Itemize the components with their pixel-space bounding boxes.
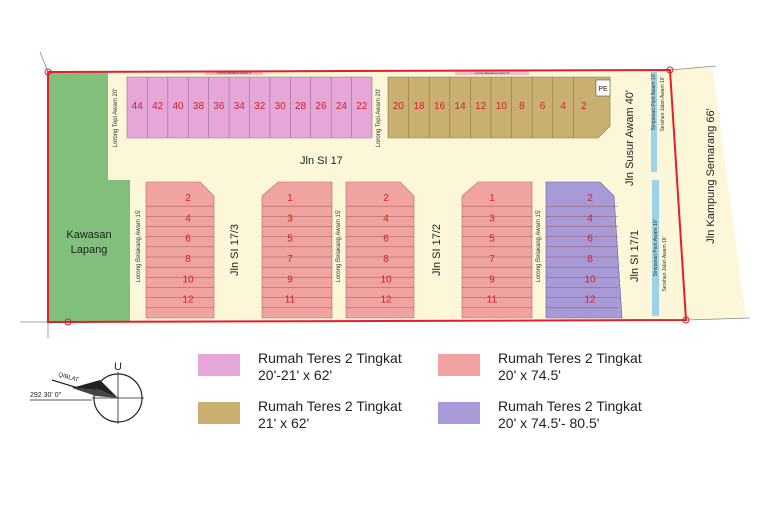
lot-number: 10 (584, 274, 596, 285)
lot-number: 6 (540, 101, 546, 112)
lot-number: 28 (295, 101, 307, 112)
lot-number: 6 (383, 234, 389, 245)
lot-number: 36 (213, 101, 225, 112)
road-label-top-strip-2: Lorong Belakang Awam 5' (475, 71, 510, 75)
compass: U QIBLAT 292 30' 0" (30, 361, 144, 424)
jln-kampung-semarang-strip (670, 66, 746, 320)
lot-number: 40 (172, 101, 184, 112)
lot-number: 7 (489, 254, 495, 265)
lot-number: 11 (487, 295, 498, 306)
lot-number: 10 (380, 274, 392, 285)
compass-qiblat: QIBLAT (57, 372, 79, 384)
lot-number: 2 (185, 193, 191, 204)
lot-number: 4 (587, 213, 593, 224)
lot-number: 3 (489, 213, 495, 224)
lot-number: 4 (185, 213, 191, 224)
lot-number: 4 (560, 101, 566, 112)
road-label-lorong-belakang-3: Lorong Belakang Awam 15' (536, 210, 542, 283)
lot-number: 42 (152, 101, 164, 112)
top-strip-right (455, 71, 529, 75)
road-label-lorong-belakang-1: Lorong Belakang Awam 15' (136, 210, 142, 283)
lot-number: 30 (275, 101, 287, 112)
compass-bearing: 292 30' 0" (30, 392, 62, 399)
road-label-lorong-belakang-2: Lorong Belakang Awam 15' (336, 210, 342, 283)
simpanan-parit-right-strip (652, 180, 659, 316)
road-label-jln-kampung-semarang: Jln Kampung Semarang 66' (705, 108, 717, 243)
lot-number: 14 (455, 101, 467, 112)
site-boundary (47, 68, 688, 323)
pe-box (595, 79, 611, 97)
block-col2 (261, 181, 333, 319)
lot-number: 34 (234, 101, 246, 112)
lot-number: 6 (587, 234, 593, 245)
road-label-top-strip-1: Lorong Belakang Awam 5' (217, 71, 252, 75)
road-label-serahan-right: Serahan Jalan Awam 16' (662, 236, 668, 291)
lot-number: 9 (287, 274, 293, 285)
road-label-jln-si-17: Jln SI 17 (300, 155, 343, 167)
lot-number: 11 (285, 295, 296, 306)
lot-number: 8 (519, 101, 525, 112)
lot-number: 5 (287, 234, 293, 245)
lot-number: 7 (287, 254, 293, 265)
lot-number: 10 (182, 274, 194, 285)
lot-number: 9 (489, 274, 495, 285)
lot-number: 8 (587, 254, 593, 265)
lot-number: 26 (315, 101, 327, 112)
lot-number: 18 (413, 101, 425, 112)
block-top-olive (387, 76, 611, 139)
kawasan-lapang-line1: Kawasan (66, 229, 111, 241)
lot-number: 12 (182, 295, 194, 306)
lot-number: 8 (185, 254, 191, 265)
lot-number: 1 (489, 193, 495, 204)
top-strip-left (205, 71, 263, 75)
lot-number: 8 (383, 254, 389, 265)
block-col4 (461, 181, 533, 319)
lot-number: 1 (287, 193, 293, 204)
lot-number: 38 (193, 101, 205, 112)
road-label-lorong-tepi-left: Lorong Tepi Awam 20' (113, 89, 119, 148)
lot-number: 10 (496, 101, 508, 112)
lot-number: 20 (393, 101, 405, 112)
lot-number: 5 (489, 234, 495, 245)
lot-number: 12 (380, 295, 392, 306)
kawasan-lapang-area (48, 72, 130, 322)
road-label-serahan-top: Serahan Jalan Awam 16' (660, 76, 666, 131)
lot-number: 32 (254, 101, 266, 112)
road-label-lorong-tepi-mid: Lorong Tepi Awam 20' (376, 89, 382, 148)
lot-number: 24 (336, 101, 348, 112)
lot-number: 2 (581, 101, 587, 112)
lot-number: 12 (584, 295, 596, 306)
compass-north: U (114, 361, 122, 373)
lot-number: 12 (475, 101, 487, 112)
road-label-jln-susur: Jln Susur Awam 40' (624, 90, 636, 186)
road-label-simpanan-top: Simpanan Parit Awam 10' (651, 73, 657, 130)
pe-label: PE (598, 86, 608, 93)
lot-number: 22 (356, 101, 368, 112)
lot-number: 44 (132, 101, 144, 112)
road-label-jln-si-17-2: Jln SI 17/2 (431, 224, 443, 276)
road-label-jln-si-17-1: Jln SI 17/1 (629, 230, 641, 282)
road-label-jln-si-17-3: Jln SI 17/3 (229, 224, 241, 276)
qiblat-arrow-icon (72, 380, 118, 398)
kawasan-lapang-line2: Lapang (71, 244, 108, 256)
lot-number: 3 (287, 213, 293, 224)
lot-number: 4 (383, 213, 389, 224)
lot-number: 16 (434, 101, 446, 112)
lot-number: 6 (185, 234, 191, 245)
road-label-simpanan-right: Simpanan Parit Awam 10' (653, 219, 659, 276)
simpanan-parit-top-strip (651, 72, 657, 172)
lot-number: 2 (587, 193, 593, 204)
lot-number: 2 (383, 193, 389, 204)
